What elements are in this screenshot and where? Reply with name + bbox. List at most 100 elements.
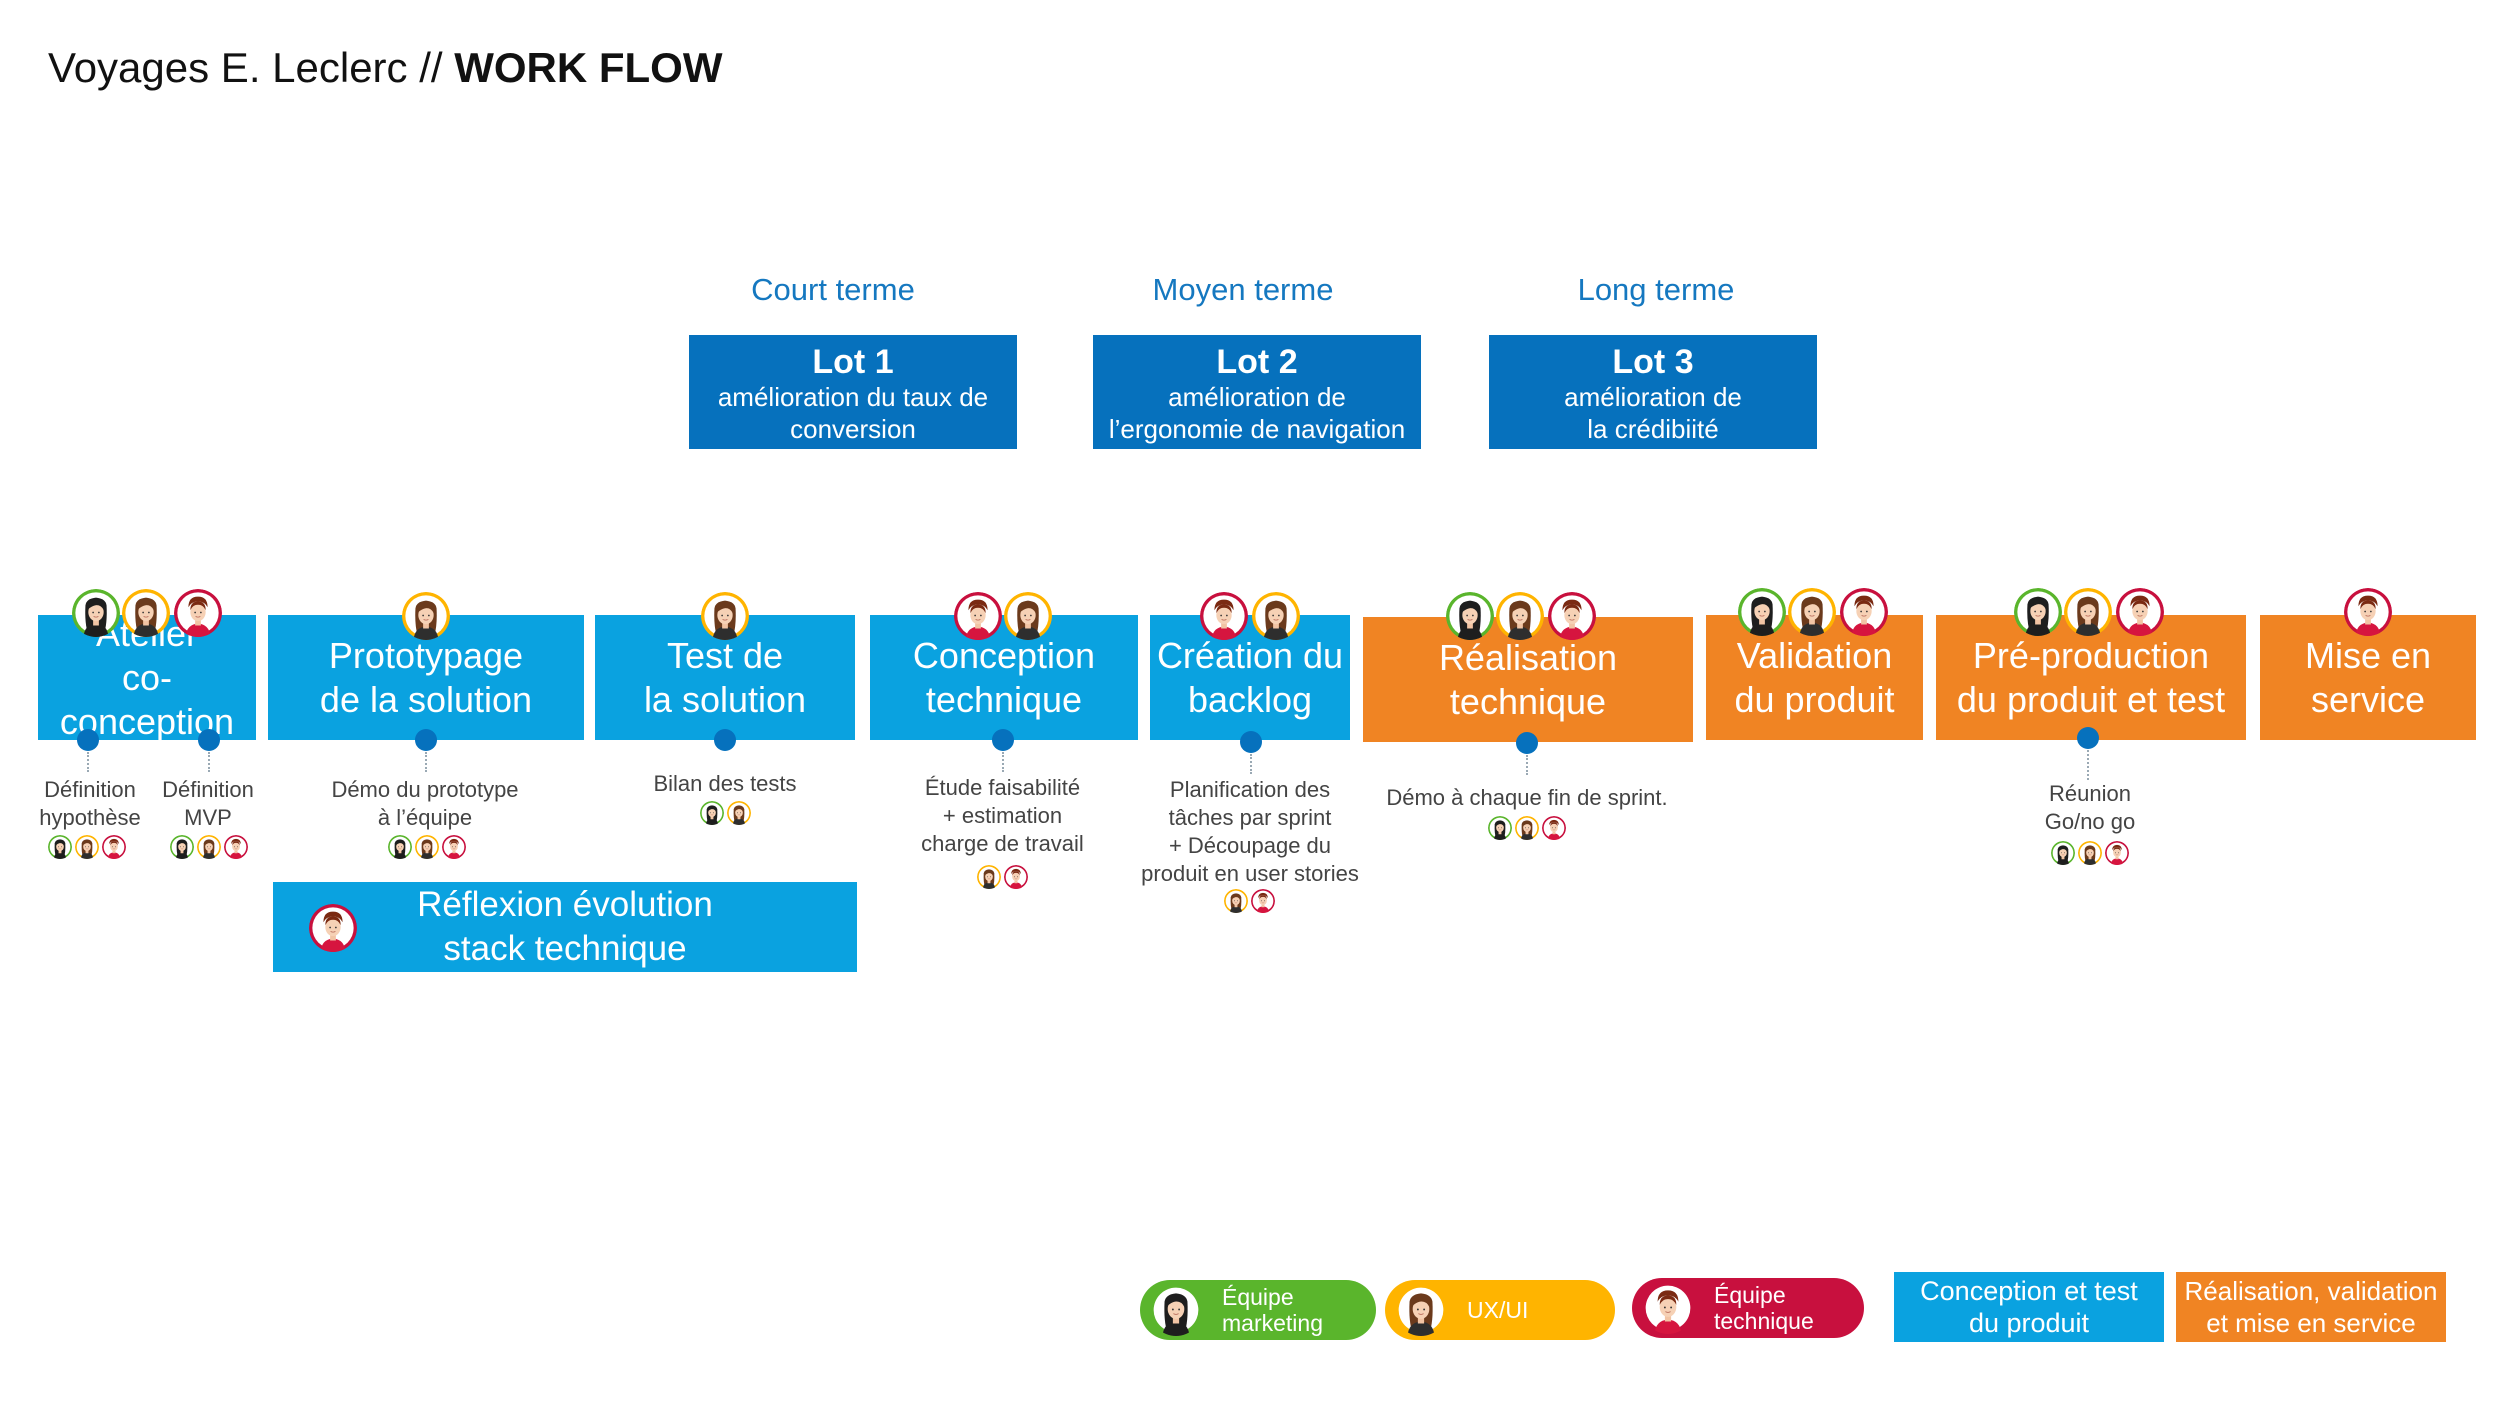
milestone-hypothese-text: Définition hypothèse (39, 777, 141, 830)
step-preproduction-label: Pré-production du produit et test (1956, 634, 2226, 720)
ms-demo-sprint-marketing (1488, 816, 1512, 840)
lot-3-desc: amélioration de la crédibiité (1564, 382, 1742, 444)
step-test-label: Test de la solution (643, 634, 807, 720)
avatar-conception-tech (954, 592, 1002, 640)
milestone-bilan-text: Bilan des tests (653, 771, 797, 796)
milestone-dot-bilan (714, 729, 736, 751)
ms-mvp-ux (197, 835, 221, 859)
legend-marketing-avatar (1150, 1284, 1202, 1336)
milestone-line-reunion (2087, 750, 2089, 780)
milestone-dot-etude (992, 729, 1014, 751)
milestone-etude-text: Étude faisabilité + estimation charge de… (921, 775, 1084, 856)
ms-bilan-marketing (700, 801, 724, 825)
milestone-line-mvp (208, 752, 210, 772)
milestone-line-planification (1250, 754, 1252, 774)
legend-tech-label: Équipe technique (1714, 1282, 1814, 1334)
milestone-dot-demo-prototype (415, 729, 437, 751)
lot-2-box: Lot 2 amélioration de l’ergonomie de nav… (1093, 335, 1421, 449)
ms-planification-tech (1251, 889, 1275, 913)
page-title: Voyages E. Leclerc // WORK FLOW (48, 44, 722, 92)
ms-demo-prototype-ux (415, 835, 439, 859)
avatar-validation-tech (1840, 588, 1888, 636)
ms-demo-sprint-tech (1542, 816, 1566, 840)
lot-3-title: Lot 3 (1612, 343, 1694, 381)
milestone-dot-mvp (198, 729, 220, 751)
term-moyen: Moyen terme (1152, 272, 1334, 307)
avatar-backlog-ux (1252, 592, 1300, 640)
milestone-line-etude (1002, 752, 1004, 772)
milestone-demo-prototype-text: Démo du prototype à l’équipe (331, 777, 519, 830)
title-strong: WORK FLOW (454, 44, 723, 91)
milestone-line-demo-prototype (425, 752, 427, 772)
ms-demo-prototype-tech (442, 835, 466, 859)
milestone-line-hypothese (87, 752, 89, 772)
lot-2-title: Lot 2 (1216, 343, 1298, 381)
milestone-dot-demo-sprint (1516, 732, 1538, 754)
ms-etude-tech (1004, 865, 1028, 889)
step-mise-en-service-label: Mise en service (2304, 634, 2432, 720)
legend-conception: Conception et test du produit (1894, 1272, 2164, 1342)
side-task-avatar-tech (309, 904, 357, 952)
lot-3-box: Lot 3 amélioration de la crédibiité (1489, 335, 1817, 449)
ms-mvp-tech (224, 835, 248, 859)
ms-reunion-tech (2105, 841, 2129, 865)
ms-demo-prototype-marketing (388, 835, 412, 859)
milestone-reunion-text: Réunion Go/no go (2044, 781, 2136, 834)
legend-marketing-label: Équipe marketing (1222, 1284, 1323, 1336)
side-task-label: Réflexion évolution stack technique (417, 885, 713, 968)
legend-conception-label: Conception et test du produit (1920, 1276, 2138, 1338)
lot-1-box: Lot 1 amélioration du taux de conversion (689, 335, 1017, 449)
avatar-preproduction-marketing (2014, 588, 2062, 636)
step-test: Test de la solution (595, 615, 855, 740)
ms-demo-sprint-ux (1515, 816, 1539, 840)
step-backlog: Création du backlog (1150, 615, 1350, 740)
avatar-preproduction-ux (2064, 588, 2112, 636)
ms-hypothese-tech (102, 835, 126, 859)
step-prototypage-label: Prototypage de la solution (319, 634, 533, 720)
avatar-validation-ux (1788, 588, 1836, 636)
step-realisation-label: Réalisation technique (1438, 636, 1618, 722)
lot-1-title: Lot 1 (812, 343, 894, 381)
ms-mvp-marketing (170, 835, 194, 859)
avatar-preproduction-tech (2116, 588, 2164, 636)
lot-1-desc: amélioration du taux de conversion (717, 382, 989, 444)
legend-realisation-label: Réalisation, validation et mise en servi… (2184, 1276, 2438, 1338)
ms-reunion-marketing (2051, 841, 2075, 865)
step-backlog-label: Création du backlog (1156, 634, 1344, 720)
milestone-demo-sprint-text: Démo à chaque fin de sprint. (1386, 785, 1668, 810)
ms-planification-ux (1224, 889, 1248, 913)
lot-2-desc: amélioration de l’ergonomie de navigatio… (1108, 382, 1406, 444)
avatar-atelier-marketing (72, 589, 120, 637)
ms-bilan-ux (727, 801, 751, 825)
legend-tech-avatar (1642, 1282, 1694, 1334)
avatar-atelier-ux (122, 589, 170, 637)
avatar-realisation-tech (1548, 592, 1596, 640)
milestone-line-demo-sprint (1526, 755, 1528, 775)
avatar-realisation-marketing (1446, 592, 1494, 640)
ms-hypothese-marketing (48, 835, 72, 859)
ms-etude-ux (977, 865, 1001, 889)
step-validation-label: Validation du produit (1734, 634, 1895, 720)
avatar-atelier-tech (174, 589, 222, 637)
ms-reunion-ux (2078, 841, 2102, 865)
milestone-dot-hypothese (77, 729, 99, 751)
term-court: Court terme (751, 272, 915, 307)
legend-realisation: Réalisation, validation et mise en servi… (2176, 1272, 2446, 1342)
avatar-backlog-tech (1200, 592, 1248, 640)
step-conception: Conception technique (870, 615, 1138, 740)
term-long: Long terme (1577, 272, 1735, 307)
milestone-planification-text: Planification des tâches par sprint + Dé… (1141, 777, 1359, 886)
avatar-test-ux (701, 592, 749, 640)
milestone-mvp-text: Définition MVP (162, 777, 254, 830)
step-preproduction: Pré-production du produit et test (1936, 615, 2246, 740)
milestone-dot-reunion (2077, 727, 2099, 749)
avatar-realisation-ux (1496, 592, 1544, 640)
side-task-reflexion: Réflexion évolution stack technique (273, 882, 857, 972)
milestone-dot-planification (1240, 731, 1262, 753)
title-prefix: Voyages E. Leclerc // (48, 44, 455, 91)
avatar-prototypage-ux (402, 592, 450, 640)
avatar-validation-marketing (1738, 588, 1786, 636)
avatar-conception-ux (1004, 592, 1052, 640)
legend-ux-avatar (1395, 1284, 1447, 1336)
legend-ux-label: UX/UI (1467, 1297, 1529, 1323)
